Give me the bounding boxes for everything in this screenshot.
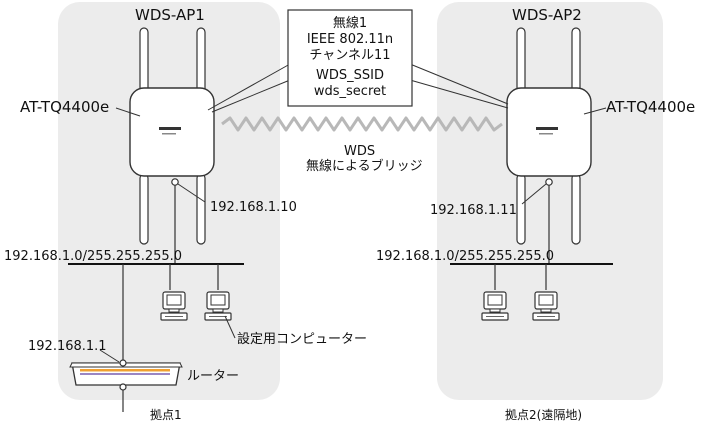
site2-title: WDS-AP2 xyxy=(512,6,582,24)
router-ip-leader xyxy=(99,349,120,363)
wireless-settings-box xyxy=(287,9,413,107)
radio-label: 無線1 xyxy=(332,16,368,31)
computer-callout-line xyxy=(224,315,236,339)
ap1-device xyxy=(129,87,215,177)
wireless-settings: 無線1 IEEE 802.11n チャンネル11 WDS_SSID wds_se… xyxy=(288,10,412,106)
ap2-device xyxy=(506,87,592,177)
site1-computer-2 xyxy=(204,291,232,321)
callout-pointer-ap1b xyxy=(211,79,291,113)
site2-network-label: 192.168.1.0/255.255.255.0 xyxy=(376,249,555,264)
ap2-logo-icon xyxy=(536,127,558,130)
callout-pointer-ap1 xyxy=(207,63,291,111)
wds-bridge-wave xyxy=(221,116,503,132)
router-device xyxy=(69,359,183,391)
site2-area xyxy=(437,2,663,400)
ap1-port-icon xyxy=(171,178,179,186)
ap1-model-label: AT-TQ4400e xyxy=(20,98,110,116)
ap2-ip-label: 192.168.1.11 xyxy=(430,203,517,218)
ap1-ip-label: 192.168.1.10 xyxy=(210,200,297,215)
ssid-label: WDS_SSID xyxy=(316,68,384,83)
ap2-model-label: AT-TQ4400e xyxy=(606,98,696,116)
ap2-port-icon xyxy=(545,178,553,186)
callout-pointer-ap2 xyxy=(409,63,509,105)
ap1-logo-icon xyxy=(159,127,181,130)
computer-label: 設定用コンピューター xyxy=(237,332,368,347)
router-label: ルーター xyxy=(187,369,240,384)
secret-label: wds_secret xyxy=(313,84,387,99)
site2-footer: 拠点2(遠隔地) xyxy=(505,408,582,422)
site1-footer: 拠点1 xyxy=(150,408,182,422)
ap1-antennas xyxy=(139,27,206,245)
wds-description: 無線によるブリッジ xyxy=(306,159,423,174)
standard-label: IEEE 802.11n xyxy=(306,32,394,47)
site1-network-label: 192.168.1.0/255.255.255.0 xyxy=(4,249,183,264)
site1-computer-1 xyxy=(160,291,188,321)
router-ip-label: 192.168.1.1 xyxy=(28,339,107,354)
wds-label: WDS xyxy=(344,144,376,159)
site2-computer-2 xyxy=(532,291,560,321)
site2-computer-1 xyxy=(481,291,509,321)
site1-title: WDS-AP1 xyxy=(135,6,205,24)
channel-label: チャンネル11 xyxy=(309,48,391,63)
callout-pointer-ap2b xyxy=(409,79,509,109)
